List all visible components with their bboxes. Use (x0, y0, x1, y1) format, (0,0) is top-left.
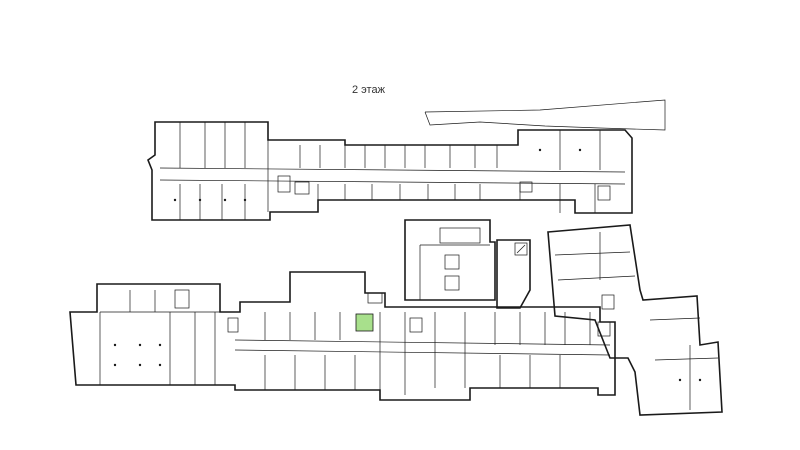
right-wing (547, 224, 723, 416)
floor-label: 2 этаж (352, 84, 385, 96)
site-outline (424, 99, 666, 131)
lower-wing (69, 271, 616, 401)
highlighted-room[interactable] (355, 313, 374, 332)
column-markers (113, 148, 702, 382)
upper-wing (147, 121, 633, 221)
central-block (404, 219, 531, 309)
